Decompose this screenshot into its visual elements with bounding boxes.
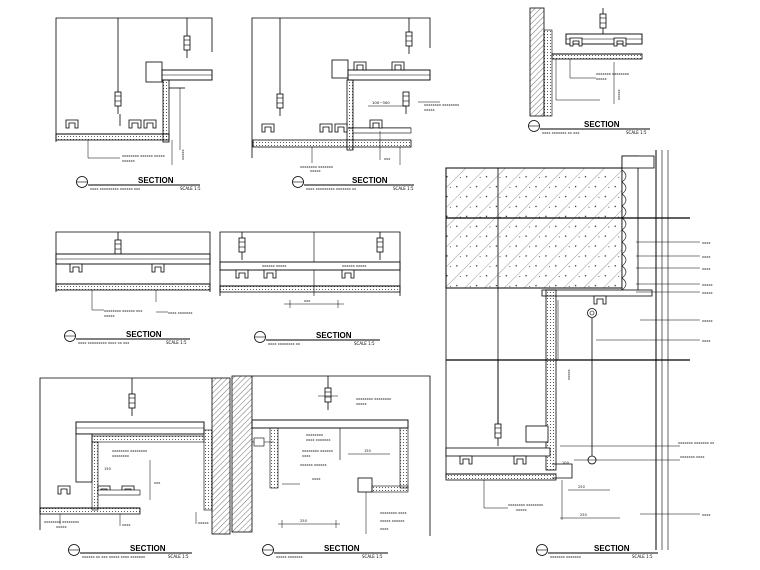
d8-dim-b: 250 [580, 513, 588, 517]
d8-dim-a: 250 [578, 485, 586, 489]
d6-note-4: xxxxxxxx xxxxxxxx [44, 520, 80, 524]
d8-note-6: xxxx [702, 267, 711, 271]
d2-note-1: xxxxxxxx xxxxxxxx [424, 103, 460, 107]
d8-note-4: xxxx [702, 241, 711, 245]
d6-note-5: xxxxx [56, 525, 68, 529]
d6-title: SECTION [130, 544, 166, 553]
d2-note-5: xxx [384, 157, 391, 161]
d1-title: SECTION [138, 176, 174, 185]
d2-subtitle: xxxx xxxxxxxxx xxxxxxx xx [306, 187, 357, 191]
d8-note-5: xxxx [702, 255, 711, 259]
d7-note-11: xxxx [380, 527, 389, 531]
d2-dim-a: 100~300 [372, 100, 390, 105]
d7-title: SECTION [324, 544, 360, 553]
d6-dim-a: 150 [104, 467, 112, 471]
d8-note-9: xxxxx [702, 319, 714, 323]
d7-note-9: xxxxxxxx xxxx [380, 511, 408, 515]
d7-note-5: xxxxxxxx xxxxxx [302, 449, 334, 453]
d8-dim-c: 100 [562, 461, 570, 465]
d7-subtitle: xxxxx xxxxxxx [276, 555, 304, 559]
detail-5: xxxxxx xxxxx xxxxxx xxxxx xxx SECTION xx… [219, 231, 401, 346]
d3-note-2: xxxxx [596, 77, 608, 81]
detail-4: xxxxxxxx xxxxxx xxx xxxxx xxxx xxxxxxx S… [55, 231, 211, 345]
d2-scale: SCALE 1:5 [393, 186, 414, 191]
d2-title: SECTION [352, 176, 388, 185]
d6-note-7: xxxxx [198, 521, 210, 525]
d7-note-4: xxxx xxxxxxx [306, 438, 331, 442]
d8-note-12: xxxxxxx xxxx [680, 455, 705, 459]
d8-subtitle: xxxxxxx xxxxxxx [550, 555, 582, 559]
d8-note-2: xxxxx [516, 508, 528, 512]
d7-note-1: xxxxxxxx xxxxxxxx [356, 397, 392, 401]
d7-note-7: xxxxxx xxxxxx [300, 463, 328, 467]
detail-8: xxxxxxxx xxxxxxxx xxxxx xxxxx 250 250 10… [445, 150, 715, 559]
d2-note-2: xxxxx [424, 108, 436, 112]
d6-note-6: xxxx [122, 523, 131, 527]
d1-note-3: xxxxx [181, 148, 185, 160]
d6-note-3: xxx [154, 481, 161, 485]
d5-subtitle: xxxx xxxxxxxx xx [268, 342, 301, 346]
d8-scale: SCALE 1:5 [632, 554, 653, 559]
d7-note-8: xxxx [312, 477, 321, 481]
d5-note-1: xxxxxx xxxxx [262, 264, 287, 268]
d4-title: SECTION [126, 330, 162, 339]
d4-note-3: xxxx xxxxxxx [168, 311, 193, 315]
d5-note-3: xxx [304, 299, 311, 303]
d6-scale: SCALE 1:5 [168, 554, 189, 559]
d8-note-7: xxxxx [702, 283, 714, 287]
d7-scale: SCALE 1:5 [362, 554, 383, 559]
d8-note-3: xxxxx [567, 368, 571, 380]
d2-note-3: xxxxxxxx xxxxxxx [300, 165, 334, 169]
d1-note-1: xxxxxxxx xxxxxx xxxxx [122, 154, 166, 158]
d3-note-1: xxxxxxx xxxxxxxx [596, 72, 630, 76]
d5-title: SECTION [316, 331, 352, 340]
detail-2: 100~300 xxxxxxxx xxxxxxxx xxxxx xxxxxxxx… [251, 17, 460, 191]
d6-note-1: xxxxxxxx xxxxxxxx [112, 449, 148, 453]
d3-subtitle: xxxx xxxxxxx xx xxx [542, 131, 580, 135]
d8-title: SECTION [594, 544, 630, 553]
d7-note-3: xxxxxxxx [306, 433, 324, 437]
detail-1: xxxxxxxx xxxxxx xxxxx xxxxxx xxxxx SECTI… [55, 17, 213, 191]
d4-note-2: xxxxx [104, 314, 116, 318]
d3-scale: SCALE 1:5 [626, 130, 647, 135]
d3-title: SECTION [584, 120, 620, 129]
d7-dim-a: 250 [300, 519, 308, 523]
d8-note-11: xxxxxxx xxxxxxx xx [678, 441, 715, 445]
d8-note-1: xxxxxxxx xxxxxxxx [508, 503, 544, 507]
d7-dim-b: 150 [364, 449, 372, 453]
d8-note-10: xxxx [702, 339, 711, 343]
d6-subtitle: xxxxxx xx xxx xxxxx xxxx xxxxxxx [82, 555, 146, 559]
d8-note-8: xxxxx [702, 291, 714, 295]
d7-note-6: xxxx [302, 454, 311, 458]
d7-note-2: xxxxx [356, 402, 368, 406]
d4-scale: SCALE 1:5 [166, 340, 187, 345]
d7-note-10: xxxxx xxxxxx [380, 519, 405, 523]
detail-7: xxxxxxxx xxxxxxxx xxxxx xxxxxxxx xxxx xx… [231, 375, 431, 559]
d5-note-2: xxxxxx xxxxx [342, 264, 367, 268]
d1-subtitle: xxxx xxxxxxxxx xxxxxx xxx [90, 187, 141, 191]
d4-subtitle: xxxx xxxxxxxxx xxxx xx xxx [78, 341, 130, 345]
d3-note-3: xxxxx [617, 88, 621, 100]
d1-note-2: xxxxxx [122, 159, 136, 163]
d1-scale: SCALE 1:5 [180, 186, 201, 191]
d2-note-4: xxxxx [310, 169, 322, 173]
d4-note-1: xxxxxxxx xxxxxx xxx [104, 309, 143, 313]
detail-6: xxxxxxxx xxxxxxxx xxxxxxxx 150 xxx xxxxx… [39, 377, 231, 559]
detail-3: xxxxxxx xxxxxxxx xxxxx xxxxx SECTION xxx… [528, 7, 650, 135]
d6-note-2: xxxxxxxx [112, 454, 130, 458]
d5-scale: SCALE 1:5 [354, 341, 375, 346]
d8-note-13: xxxx [702, 513, 711, 517]
